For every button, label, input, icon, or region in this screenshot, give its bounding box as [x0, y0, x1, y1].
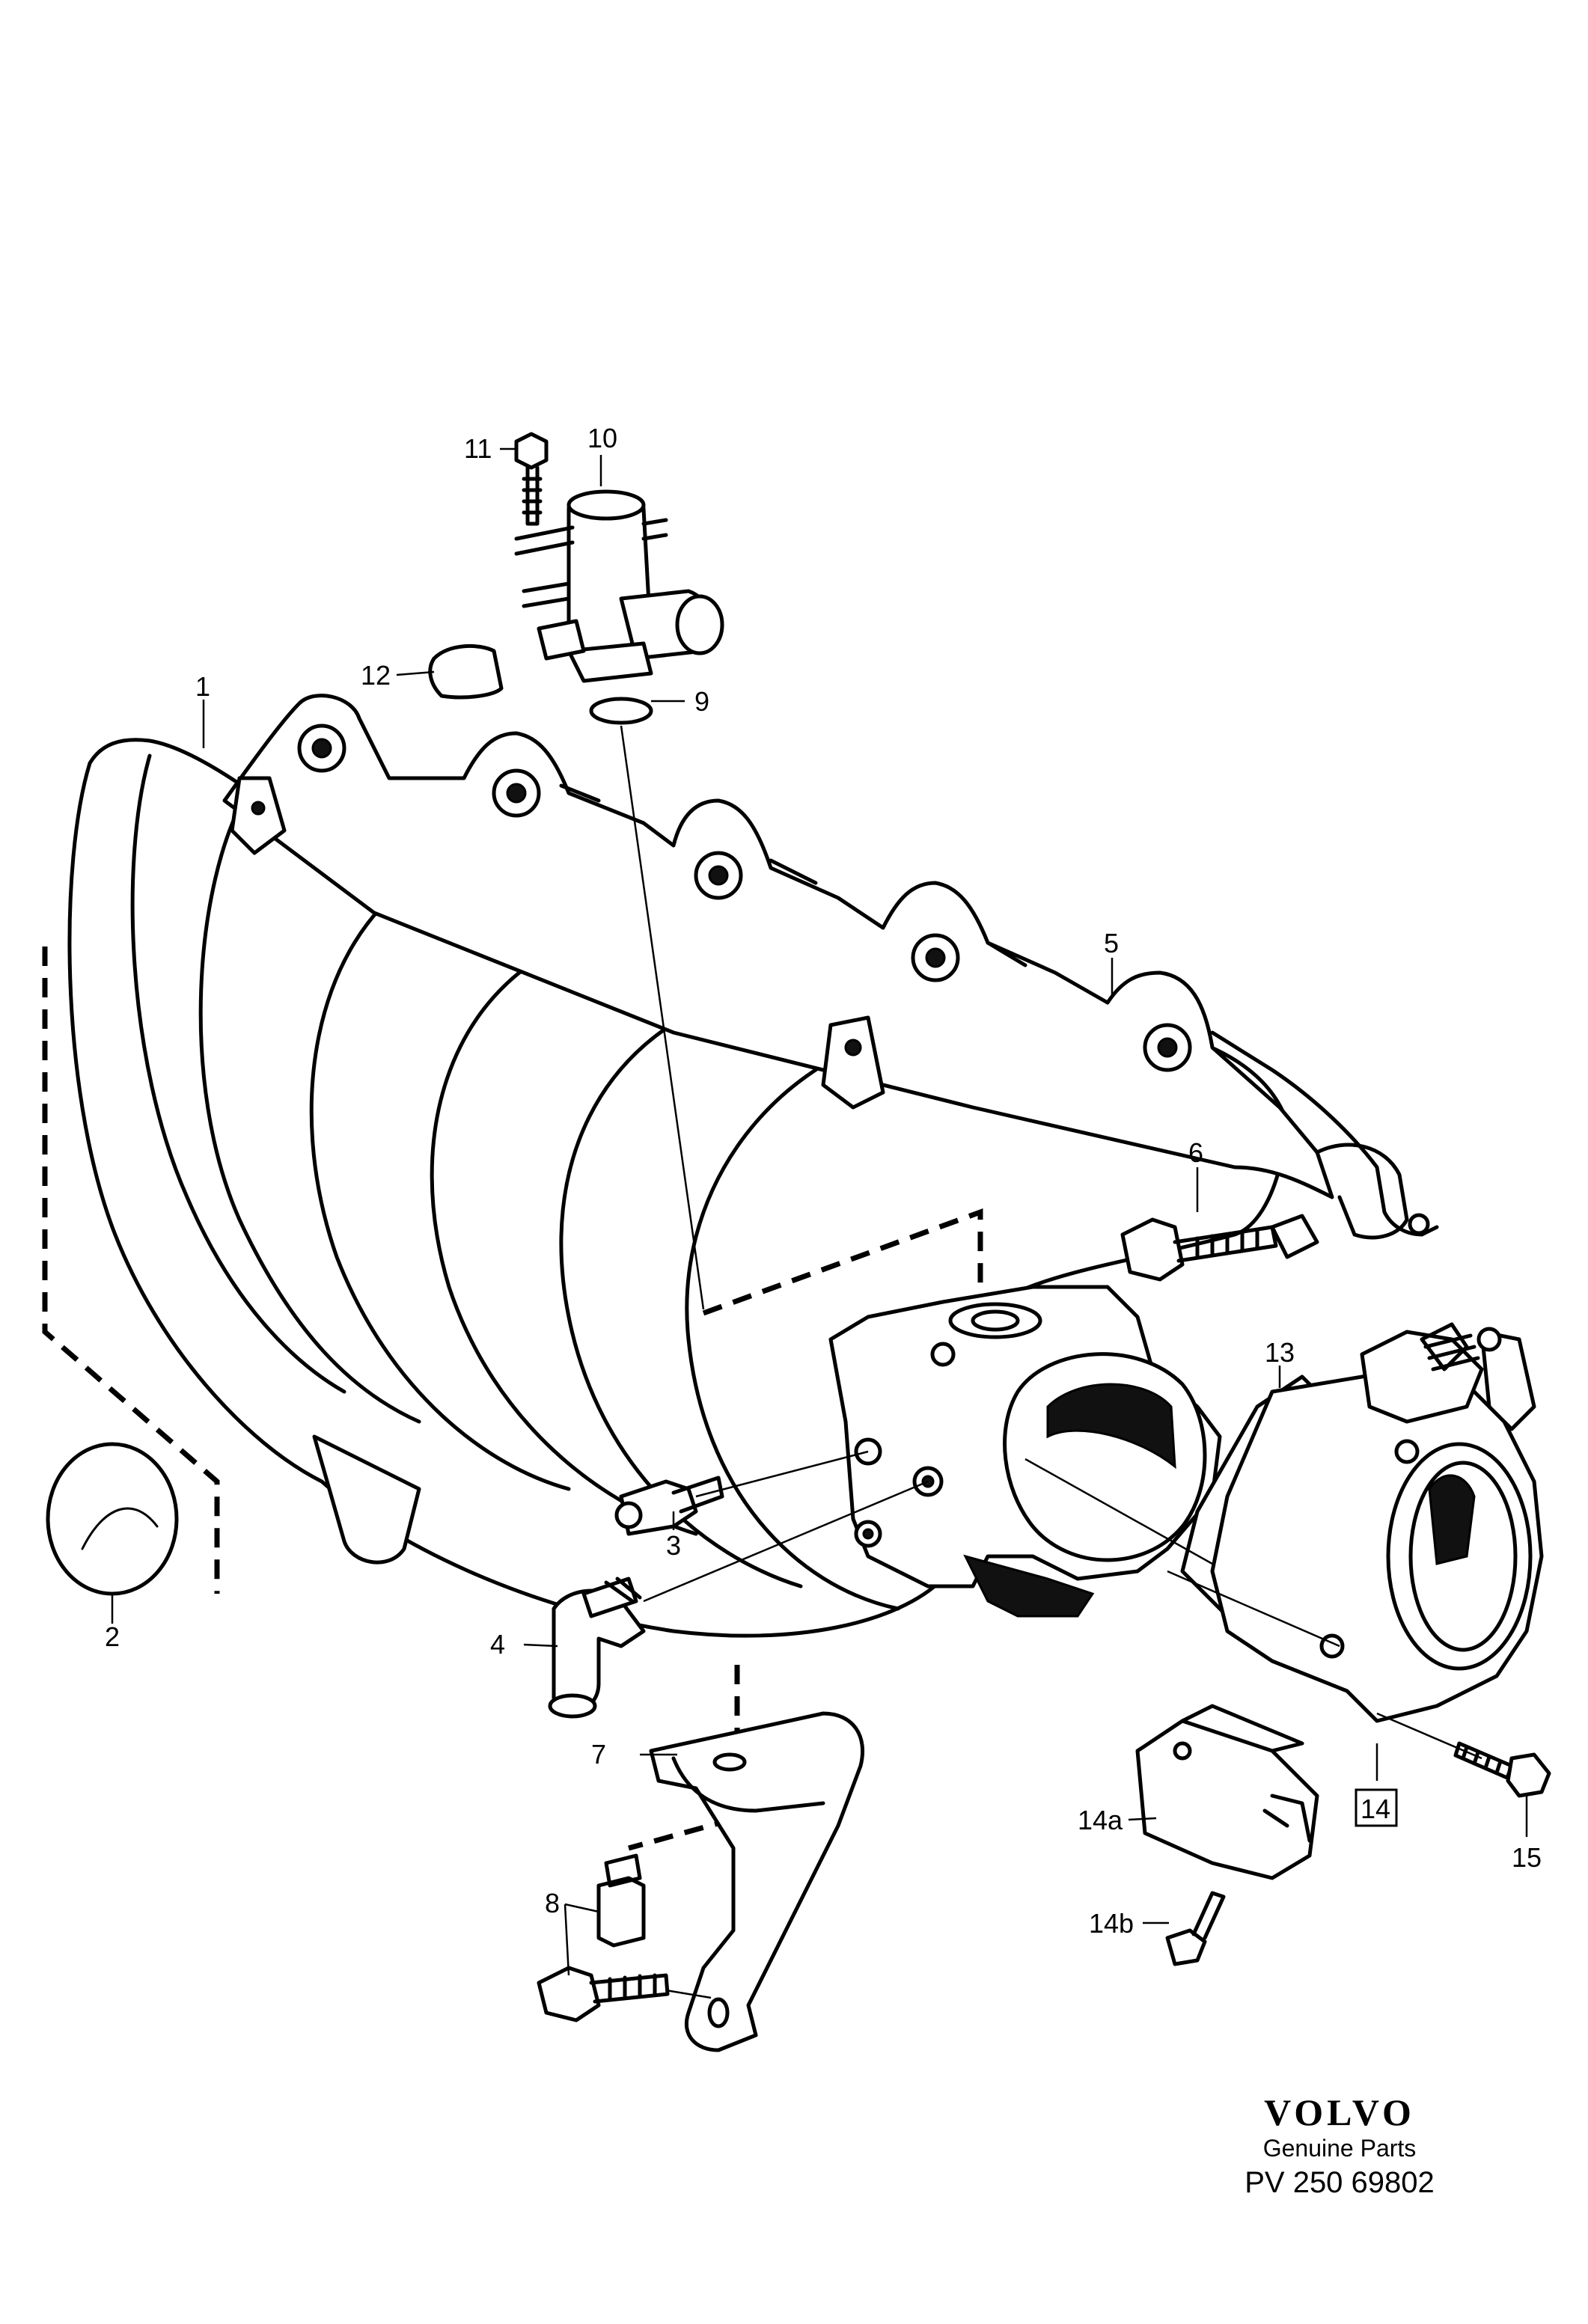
screw-11 [514, 432, 549, 526]
callout-13: 13 [1265, 1337, 1295, 1368]
screw-15 [1453, 1741, 1551, 1798]
callout-14a: 14a [1078, 1805, 1123, 1835]
callout-14: 14 [1361, 1794, 1390, 1824]
callout-labels: 1 2 3 4 5 6 7 8 9 10 11 12 13 14 14a 14b… [105, 423, 1542, 1939]
callout-11: 11 [464, 433, 492, 464]
valve-10 [514, 489, 724, 683]
callout-15: 15 [1512, 1842, 1542, 1873]
callout-1: 1 [195, 671, 210, 702]
callout-7: 7 [591, 1739, 606, 1770]
hidden-line-cover [42, 947, 220, 1594]
o-ring-9 [589, 697, 653, 725]
hidden-line-sensor [702, 1208, 983, 1316]
intake-manifold [67, 694, 1334, 1638]
cover-plug [46, 1442, 179, 1596]
callout-14b: 14b [1089, 1908, 1134, 1939]
screw-14b [1165, 1891, 1226, 1966]
hose-nipple-4 [548, 1577, 646, 1719]
brand-name: VOLVO [1264, 2091, 1415, 2133]
support-bracket-7 [649, 1711, 865, 2052]
callout-8: 8 [545, 1888, 560, 1918]
callout-10: 10 [587, 423, 617, 453]
leader-lines [111, 447, 1528, 1999]
hidden-line-bracket [628, 1665, 740, 1851]
callout-4: 4 [490, 1629, 505, 1660]
stud-3 [614, 1476, 724, 1536]
throttle-body-13 [1180, 1322, 1544, 1723]
gasket-5 [559, 783, 1439, 1240]
brand-block: VOLVO Genuine Parts PV 250 69802 [1227, 2091, 1452, 2201]
callout-14-box [1355, 1788, 1398, 1827]
sensor-14a [1135, 1704, 1319, 1880]
bolt-6 [1120, 1214, 1319, 1282]
cap-12 [428, 643, 504, 700]
callout-12: 12 [361, 660, 391, 691]
callout-5: 5 [1104, 928, 1119, 958]
callout-2: 2 [105, 1621, 120, 1652]
bolts-8 [537, 1853, 670, 2022]
callout-6: 6 [1188, 1137, 1203, 1168]
callout-9: 9 [694, 686, 709, 717]
brand-subtitle: Genuine Parts [1262, 2135, 1417, 2162]
callout-3: 3 [666, 1530, 681, 1561]
part-code: PV 250 69802 [1245, 2166, 1435, 2199]
